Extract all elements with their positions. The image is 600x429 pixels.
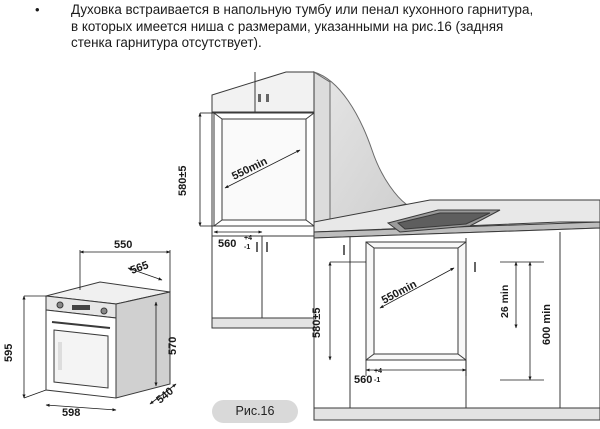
dim-base-tolerance-minus: -1 xyxy=(374,377,380,384)
dim-base-niche-height: 580±5 xyxy=(311,307,323,338)
dim-oven-depth-565: 565 xyxy=(129,259,150,277)
dim-oven-depth-540: 540 xyxy=(154,385,176,406)
installation-instructions: • Духовка встраивается в напольную тумбу… xyxy=(35,2,596,52)
dim-oven-height-595: 595 xyxy=(3,344,15,362)
dim-tall-tolerance-plus: +4 xyxy=(244,235,252,242)
oven-appliance xyxy=(45,281,171,399)
dim-base-niche-height-min: 600 min xyxy=(541,304,553,345)
dim-oven-width-598: 598 xyxy=(62,407,80,419)
tall-cabinet xyxy=(211,71,331,329)
dim-tall-tolerance-minus: -1 xyxy=(244,244,250,251)
countertop xyxy=(313,199,600,239)
dim-base-niche-width: 560 xyxy=(354,374,372,386)
base-unit-dimensions xyxy=(328,261,544,381)
bullet-marker: • xyxy=(35,2,40,17)
figure-caption: Рис.16 xyxy=(212,400,298,423)
dim-base-gap-min: 26 min xyxy=(499,285,511,318)
oven-dimensions xyxy=(22,250,177,412)
dim-base-tolerance-plus: +4 xyxy=(374,368,382,375)
dim-oven-height-570: 570 xyxy=(167,337,179,355)
instruction-line-2: в которых имеется ниша с размерами, указ… xyxy=(71,18,504,34)
wall-shape xyxy=(313,71,408,223)
dim-oven-depth-550: 550 xyxy=(114,239,132,251)
instruction-line-1: Духовка встраивается в напольную тумбу и… xyxy=(71,2,534,17)
tall-unit-dimensions xyxy=(198,112,301,234)
dim-tall-niche-width: 560 xyxy=(218,238,236,250)
dim-tall-niche-height: 580±5 xyxy=(177,165,189,196)
base-cabinet xyxy=(313,227,600,421)
instruction-line-3: стенка гарнитура отсутствует). xyxy=(71,35,262,50)
